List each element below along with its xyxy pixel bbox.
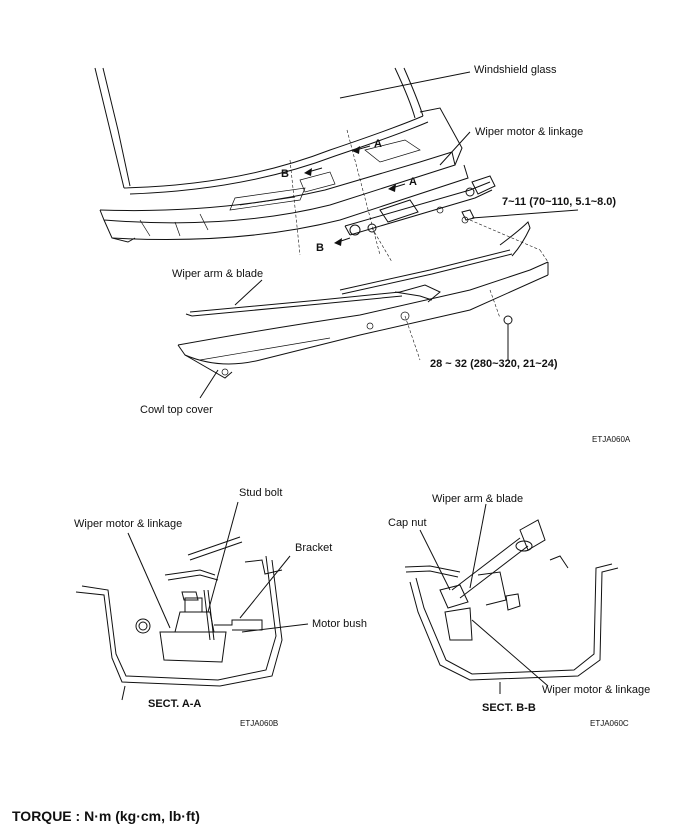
- figure-code-b: ETJA060B: [240, 719, 279, 728]
- cowl-top-cover-label: Cowl top cover: [140, 404, 213, 416]
- stud-bolt-label: Stud bolt: [239, 487, 283, 499]
- section-a-shape: [75, 536, 283, 701]
- torque-value-label-1: 7~11 (70~110, 5.1~8.0): [502, 196, 617, 208]
- sect-a-wiper-motor-label: Wiper motor & linkage: [74, 518, 183, 530]
- direction-arrows: [304, 145, 406, 246]
- cowl-panel-shape: [99, 107, 469, 243]
- section-marker-b-2: B: [316, 242, 324, 254]
- windshield-glass-shape: [94, 67, 429, 195]
- section-marker-a-1: A: [374, 138, 382, 150]
- torque-value-label-2: 28 ~ 32 (280~320, 21~24): [430, 358, 558, 370]
- motor-bush-label: Motor bush: [312, 618, 368, 630]
- wiper-motor-linkage-label: Wiper motor & linkage: [475, 126, 584, 138]
- nuts: [461, 209, 513, 325]
- leader-lines-top: [199, 71, 579, 399]
- section-marker-b-1: B: [281, 168, 289, 180]
- wiper-arm-blade-label: Wiper arm & blade: [172, 268, 264, 280]
- wiper-arm-blade-shape: [185, 221, 531, 317]
- figure-code-c: ETJA060C: [590, 719, 629, 728]
- section-a-title: SECT. A-A: [148, 698, 202, 710]
- figure-code-a: ETJA060A: [592, 435, 631, 444]
- section-b-title: SECT. B-B: [482, 702, 536, 714]
- section-marker-a-2: A: [409, 176, 417, 188]
- cowl-top-cover-shape: [177, 261, 549, 379]
- sect-b-wiper-arm-label: Wiper arm & blade: [432, 493, 524, 505]
- sect-b-wiper-motor-label: Wiper motor & linkage: [542, 684, 651, 696]
- section-b-shape: [404, 519, 619, 694]
- bracket-label: Bracket: [295, 542, 333, 554]
- cap-nut-label: Cap nut: [388, 517, 427, 529]
- wiper-motor-linkage-shape: [344, 175, 496, 236]
- leader-lines-sect-a: [127, 501, 309, 633]
- windshield-glass-label: Windshield glass: [474, 64, 557, 76]
- leader-lines-sect-b: [419, 503, 549, 687]
- torque-units-note: TORQUE : N·m (kg·cm, lb·ft): [12, 808, 200, 824]
